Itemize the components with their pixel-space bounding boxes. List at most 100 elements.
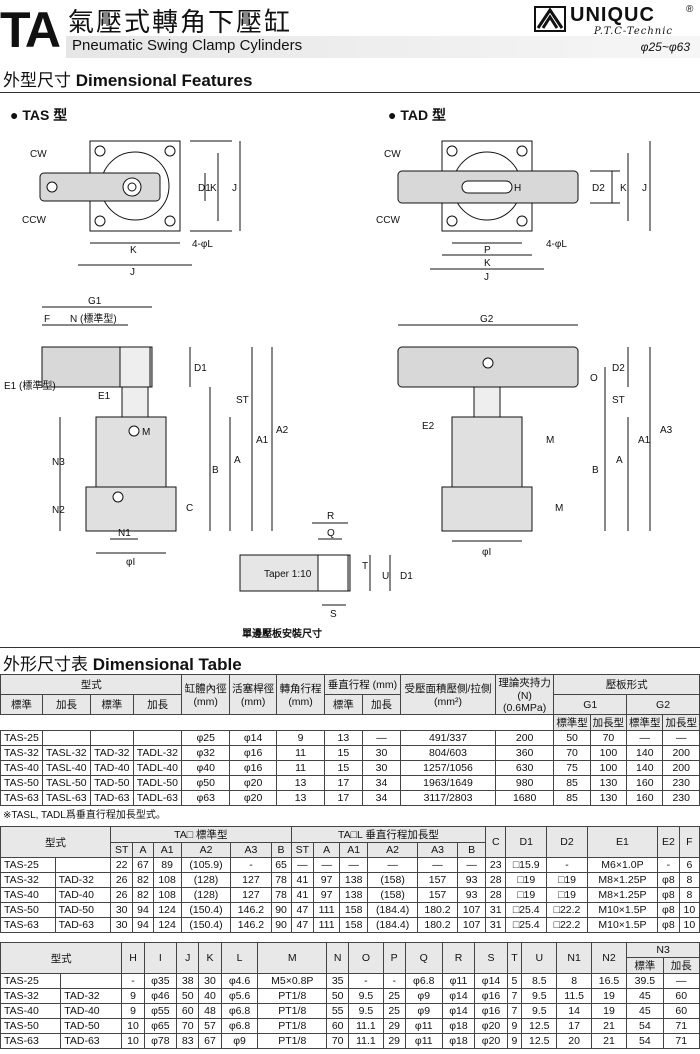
- table-cell: TAD-63: [90, 790, 134, 806]
- th3-n3: N3: [626, 942, 700, 958]
- n1-label: N1: [118, 528, 131, 539]
- table-cell: 89: [152, 857, 182, 873]
- th3-col: J: [176, 942, 200, 974]
- th-plate: 壓板形式: [553, 674, 700, 695]
- th-g2-ext: 加長型: [662, 714, 700, 731]
- j-label: J: [130, 267, 135, 278]
- table-cell: 124: [152, 902, 182, 918]
- table-cell: 83: [176, 1033, 200, 1049]
- th2-std-col: A1: [152, 842, 182, 858]
- table-cell: TADL-40: [132, 760, 183, 776]
- table-heading-en: Dimensional Table: [92, 655, 242, 674]
- table-cell: 11.1: [348, 1033, 384, 1049]
- table-cell: 48: [198, 1003, 222, 1019]
- th-g1-std: 標準型: [553, 714, 591, 731]
- p-label: P: [484, 245, 491, 256]
- th2-ext-col: A2: [367, 842, 418, 858]
- a-label-tad: A: [616, 455, 623, 466]
- table-cell: 70: [553, 745, 591, 761]
- table-cell: —: [290, 857, 315, 873]
- table-cell: 60: [662, 988, 700, 1004]
- th-stroke-ext: 加長: [361, 694, 402, 715]
- table-cell: φ78: [143, 1033, 178, 1049]
- features-heading-en: Dimensional Features: [75, 71, 253, 90]
- table-cell: 138: [339, 887, 369, 903]
- table-cell: —: [339, 857, 369, 873]
- table-cell: 19: [590, 988, 628, 1004]
- th2-ext-col: A: [313, 842, 341, 858]
- table-cell: PT1/8: [257, 1033, 328, 1049]
- table-cell: 82: [132, 887, 154, 903]
- th-area: 受壓面積壓側/拉側(mm²): [400, 674, 496, 715]
- th3-col: U: [521, 942, 558, 974]
- title-zh: 氣壓式轉角下壓缸: [68, 8, 293, 38]
- table-cell: φ32: [181, 745, 230, 761]
- e2-label: E2: [422, 421, 435, 432]
- th2-f: F: [678, 826, 700, 858]
- features-heading-zh: 外型尺寸: [3, 71, 71, 90]
- table-cell: 146.2: [230, 902, 272, 918]
- tas-type-label: ● TAS 型: [10, 107, 68, 123]
- table-cell: 9.5: [521, 1003, 558, 1019]
- table-cell: 70: [176, 1018, 200, 1034]
- table-cell: 14: [556, 1003, 592, 1019]
- d2-side-label: D2: [612, 363, 625, 374]
- table-cell: TAS-63: [0, 917, 56, 933]
- table-cell: φ14: [441, 1003, 476, 1019]
- table-cell: □22.2: [546, 917, 588, 933]
- table-cell: TAD-63: [60, 1033, 123, 1049]
- a1-label: A1: [256, 435, 269, 446]
- table-cell: 65: [270, 857, 292, 873]
- table-cell: —: [416, 857, 459, 873]
- table-cell: 60: [662, 1003, 700, 1019]
- table-cell: 97: [313, 887, 341, 903]
- th2-std-col: ST: [109, 842, 134, 858]
- d1-label: D1: [198, 183, 211, 194]
- table-cell: 8: [678, 887, 700, 903]
- th2-e1: E1: [586, 826, 659, 858]
- table-cell: 30: [361, 745, 402, 761]
- t-label: T: [362, 561, 368, 572]
- table-cell: φ20: [228, 775, 278, 791]
- table-cell: TASL-63: [41, 790, 92, 806]
- th3-col: S: [474, 942, 508, 974]
- table-cell: 23: [485, 857, 507, 873]
- g2-label: G2: [480, 314, 494, 325]
- r-label: R: [327, 511, 334, 522]
- table-cell: 9: [121, 988, 145, 1004]
- table-cell: 130: [589, 775, 628, 791]
- th2-std-group: TA□ 標準型: [109, 826, 292, 843]
- o-label: O: [590, 373, 598, 384]
- th3-model: 型式: [0, 942, 123, 974]
- table-cell: 13: [323, 730, 363, 746]
- table-cell: TAS-25: [0, 973, 62, 989]
- table-cell: φ5.6: [220, 988, 259, 1004]
- table-cell: 34: [361, 775, 402, 791]
- th2-ext-col: ST: [290, 842, 315, 858]
- table-cell: PT1/8: [257, 988, 328, 1004]
- table-cell: 50: [176, 988, 200, 1004]
- c-label: C: [186, 503, 193, 514]
- table-cell: φ16: [474, 1003, 508, 1019]
- h-label: H: [514, 183, 521, 194]
- table-cell: φ63: [181, 790, 230, 806]
- plate-caption: 單邊壓板安裝尺寸: [242, 627, 322, 640]
- table-cell: 100: [589, 760, 628, 776]
- table-cell: 13: [276, 775, 325, 791]
- table-cell: 11: [276, 745, 325, 761]
- tad-type-label: ● TAD 型: [388, 107, 446, 123]
- table-cell: TAS-40: [0, 887, 56, 903]
- table-cell: 30: [361, 760, 402, 776]
- table-cell: 127: [230, 887, 272, 903]
- j-label-tad: J: [484, 272, 489, 283]
- th3-col: N2: [590, 942, 628, 974]
- table-cell: TAS-32: [0, 745, 43, 761]
- table-cell: φ16: [228, 745, 278, 761]
- table-cell: 26: [109, 872, 134, 888]
- table-cell: φ35: [143, 973, 178, 989]
- table-cell: -: [657, 857, 680, 873]
- taper-label: Taper 1:10: [264, 569, 312, 580]
